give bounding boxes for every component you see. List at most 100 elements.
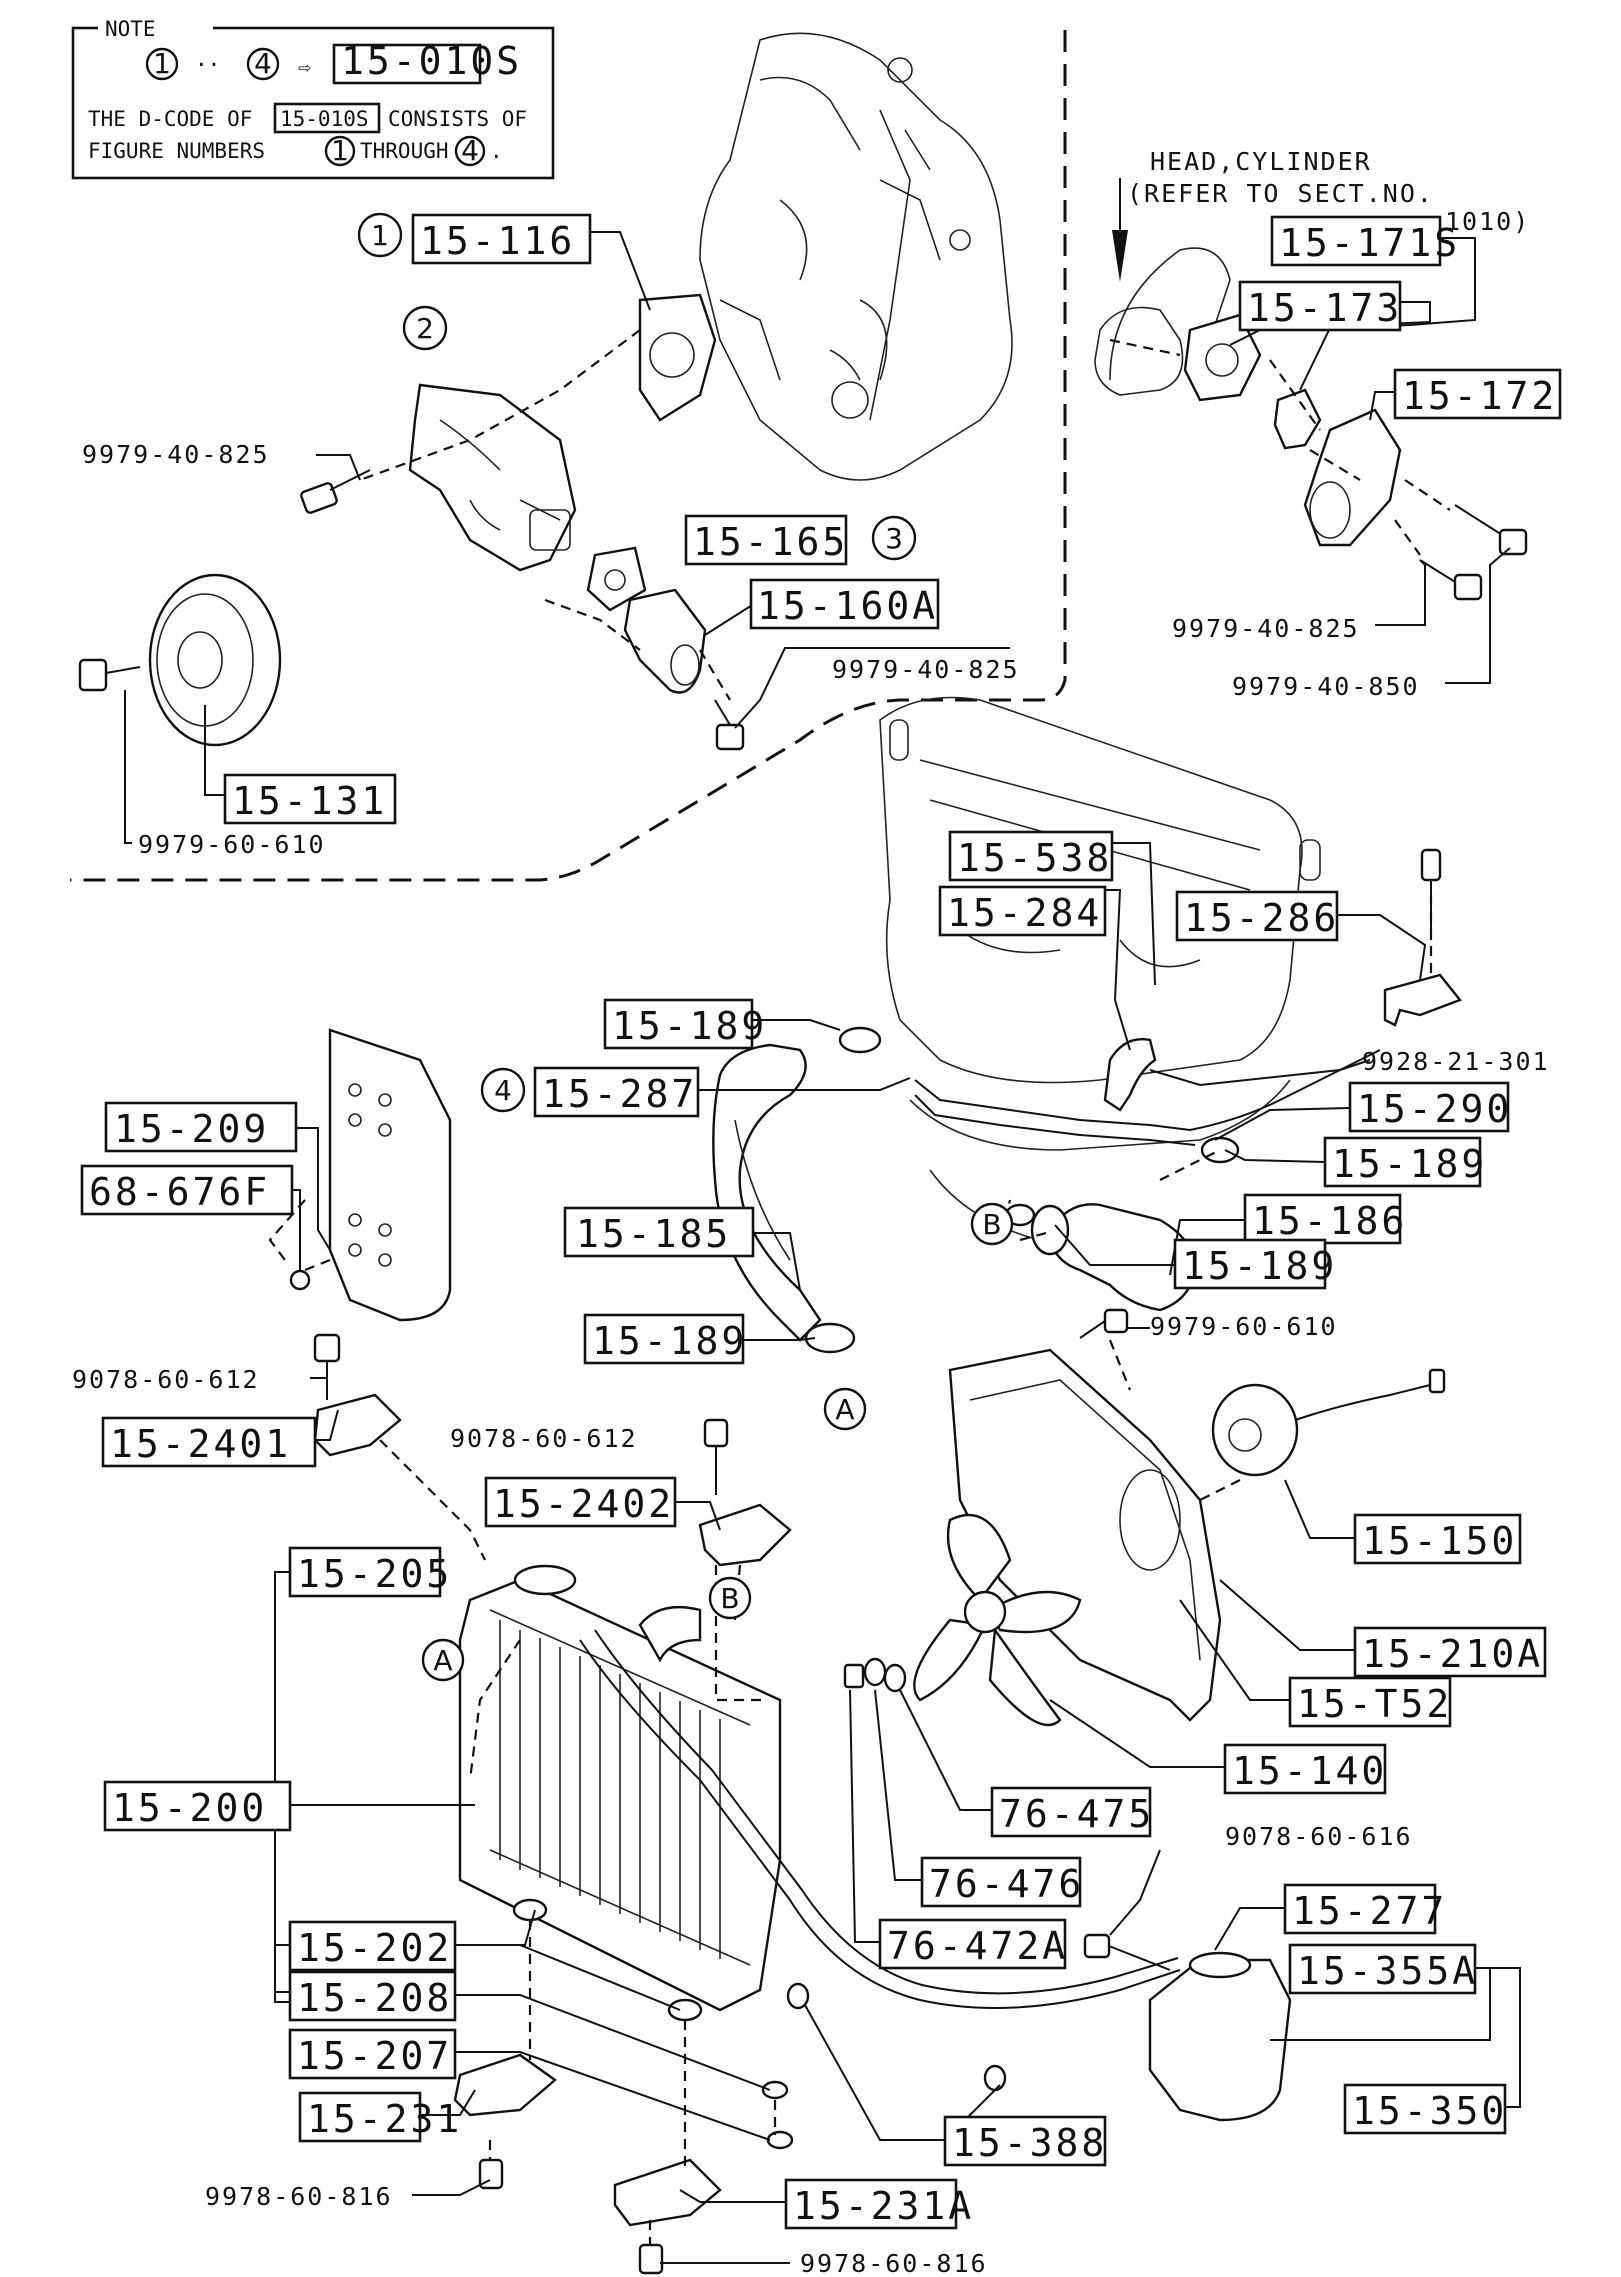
note-line2-pre: FIGURE NUMBERS [88, 139, 265, 163]
callout-15-189-b: 15-189 [1332, 1142, 1487, 1186]
callout-76-475: 76-475 [999, 1792, 1154, 1836]
callout-15-186: 15-186 [1252, 1199, 1407, 1243]
fan-motor-part [1211, 1368, 1446, 1477]
callout-15-290: 15-290 [1357, 1087, 1512, 1131]
note-line2-mid: THROUGH [360, 139, 449, 163]
callout-15-165: 15-165 [693, 520, 848, 564]
callout-15-t52: 15-T52 [1297, 1682, 1452, 1726]
bolts-top-right [1419, 504, 1528, 601]
refer-note-line1: HEAD,CYLINDER [1150, 147, 1372, 176]
part-9978-60-816-a: 9978-60-816 [205, 2182, 393, 2211]
air-guide-panel-part [289, 1028, 452, 1322]
fan-hardware-part [843, 1308, 1129, 1693]
callout-15-185: 15-185 [576, 1212, 731, 1256]
callout-76-472a: 76-472A [887, 1924, 1068, 1968]
callout-15-150: 15-150 [1362, 1519, 1517, 1563]
engine-block-sketch [699, 32, 1013, 481]
refer-note-line2: (REFER TO SECT.NO. [1127, 179, 1434, 208]
radiator-bracket-upper-left [313, 1333, 402, 1457]
figure-marker-4: 4 [494, 1074, 512, 1107]
callout-15-116: 15-116 [420, 219, 575, 263]
callout-15-388: 15-388 [952, 2121, 1107, 2165]
callout-15-189-d: 15-189 [592, 1319, 747, 1363]
lower-radiator-hose-part [1030, 1203, 1197, 1312]
callout-15-2402: 15-2402 [493, 1482, 674, 1526]
figure-marker-1: 1 [371, 219, 389, 252]
callout-15-189-a: 15-189 [612, 1004, 767, 1048]
callout-15-205: 15-205 [297, 1552, 452, 1596]
cylinder-head-sketch [879, 696, 1321, 1251]
part-9979-60-610-a: 9979-60-610 [138, 830, 326, 859]
callout-15-173: 15-173 [1247, 286, 1402, 330]
refer-note-line3: 1010) [1445, 207, 1530, 236]
callout-15-277: 15-277 [1292, 1889, 1447, 1933]
water-pipe-part [914, 1049, 1381, 1146]
thermostat-part [1273, 388, 1322, 450]
radiator-bracket-upper-right [698, 1418, 792, 1567]
group-boundary [70, 30, 1067, 882]
callout-15-231a: 15-231A [793, 2184, 974, 2228]
part-9928-21-301: 9928-21-301 [1362, 1047, 1550, 1076]
water-pump-part [408, 383, 577, 572]
refer-arrow-head [1112, 230, 1128, 282]
part-9979-40-825-b: 9979-40-825 [832, 655, 1020, 684]
callout-15-286: 15-286 [1184, 896, 1339, 940]
callout-15-140: 15-140 [1232, 1749, 1387, 1793]
cooling-fan-part [913, 1513, 1082, 1727]
note-line2-end: . [490, 139, 503, 163]
thermostat-cover-part [1303, 408, 1402, 547]
note-dcode-inline: 15-010S [280, 107, 369, 131]
part-9078-60-612-b: 9078-60-612 [450, 1424, 638, 1453]
radiator-marker-a: A [433, 1644, 452, 1677]
callout-15-202: 15-202 [297, 1926, 452, 1970]
water-pump-gasket-part [638, 293, 717, 422]
water-outlet-part [623, 588, 707, 694]
figure-markers: 1 2 3 4 A B B A [357, 212, 1014, 1682]
overflow-hose-part [579, 1629, 1181, 2009]
callout-15-172: 15-172 [1402, 374, 1557, 418]
callout-boxes: 15-116 15-165 15-160A 15-131 15-171S 15-… [80, 213, 1562, 2230]
note-fig-to: 4 [461, 134, 479, 167]
part-9979-60-610-b: 9979-60-610 [1150, 1312, 1338, 1341]
hose-clips-lower [786, 1982, 1007, 2092]
radiator-mounts-lower [453, 1898, 794, 2275]
part-9979-40-850: 9979-40-850 [1232, 672, 1420, 701]
callout-68-676f: 68-676F [89, 1170, 270, 1214]
reservoir-tank-part [1083, 1933, 1292, 2122]
callout-76-476: 76-476 [929, 1862, 1084, 1906]
callout-15-355a: 15-355A [1297, 1949, 1478, 1993]
callout-15-350: 15-350 [1352, 2089, 1507, 2133]
part-number-labels: 9979-40-825 9979-40-825 9979-60-610 HEAD… [72, 147, 1550, 2277]
note-range-to: 4 [254, 47, 272, 80]
callout-15-210a: 15-210A [1362, 1632, 1543, 1676]
note-fig-from: 1 [331, 134, 349, 167]
part-9078-60-616: 9078-60-616 [1225, 1822, 1413, 1851]
callout-15-287: 15-287 [542, 1072, 697, 1116]
part-9078-60-612-a: 9078-60-612 [72, 1365, 260, 1394]
callout-15-200: 15-200 [112, 1786, 267, 1830]
figure-marker-2: 2 [416, 312, 434, 345]
callout-15-207: 15-207 [297, 2034, 452, 2078]
callout-15-209: 15-209 [114, 1107, 269, 1151]
bypass-hose-part [1103, 1038, 1157, 1112]
callout-15-208: 15-208 [297, 1976, 452, 2020]
leader-lines [124, 231, 1521, 2264]
callout-15-160a: 15-160A [757, 584, 938, 628]
callout-15-131: 15-131 [232, 779, 387, 823]
callout-15-231: 15-231 [307, 2097, 462, 2141]
note-range-from: 1 [153, 47, 171, 80]
note-title: NOTE [105, 17, 156, 41]
note-arrow: ⇨ [298, 55, 311, 79]
callout-15-538: 15-538 [957, 836, 1112, 880]
part-9978-60-816-b: 9978-60-816 [800, 2249, 988, 2277]
head-cylinder-outline-sketch [1094, 247, 1231, 396]
pulley-part [148, 573, 282, 747]
thermostat-gasket-part [586, 546, 647, 612]
hose-marker-a: A [835, 1393, 854, 1426]
note-panel: NOTE 1 ·· 4 ⇨ 15-010S THE D-CODE OF 15-0… [71, 14, 555, 180]
note-range-sep: ·· [195, 53, 220, 77]
bracket-marker-b: B [720, 1582, 739, 1615]
callout-15-171s: 15-171S [1279, 221, 1460, 265]
note-line1-pre: THE D-CODE OF [88, 107, 252, 131]
callout-15-284: 15-284 [947, 891, 1102, 935]
